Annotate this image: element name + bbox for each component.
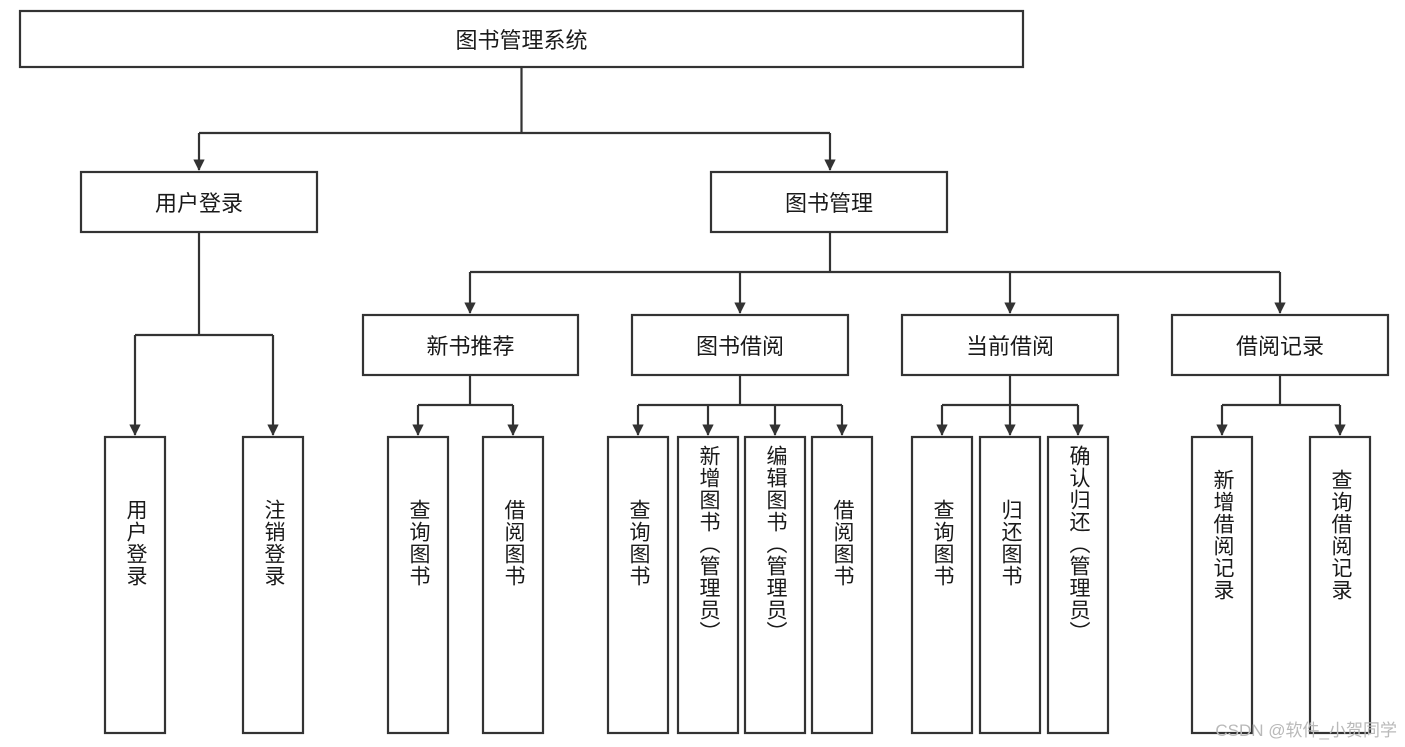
- leaf-box-borrow-record-0[interactable]: [1190, 435, 1254, 735]
- leaf-box-book-borrow-2[interactable]: [743, 435, 807, 735]
- node-box-current-borrow[interactable]: [900, 313, 1120, 377]
- node-box-borrow-record[interactable]: [1170, 313, 1390, 377]
- leaf-box-current-borrow-1[interactable]: [978, 435, 1042, 735]
- node-box-new-book-recommend[interactable]: [361, 313, 580, 377]
- node-box-root[interactable]: [18, 9, 1025, 69]
- leaf-box-book-borrow-3[interactable]: [810, 435, 874, 735]
- leaf-box-current-borrow-0[interactable]: [910, 435, 974, 735]
- leaf-box-user-login-1[interactable]: [241, 435, 305, 735]
- leaf-box-new-book-0[interactable]: [386, 435, 450, 735]
- leaf-box-borrow-record-1[interactable]: [1308, 435, 1372, 735]
- leaf-box-new-book-1[interactable]: [481, 435, 545, 735]
- node-box-book-management[interactable]: [709, 170, 949, 234]
- node-box-user-login[interactable]: [79, 170, 319, 234]
- leaf-box-book-borrow-1[interactable]: [676, 435, 740, 735]
- leaf-box-book-borrow-0[interactable]: [606, 435, 670, 735]
- node-box-book-borrow[interactable]: [630, 313, 850, 377]
- leaf-box-current-borrow-2[interactable]: [1046, 435, 1110, 735]
- leaf-box-user-login-0[interactable]: [103, 435, 167, 735]
